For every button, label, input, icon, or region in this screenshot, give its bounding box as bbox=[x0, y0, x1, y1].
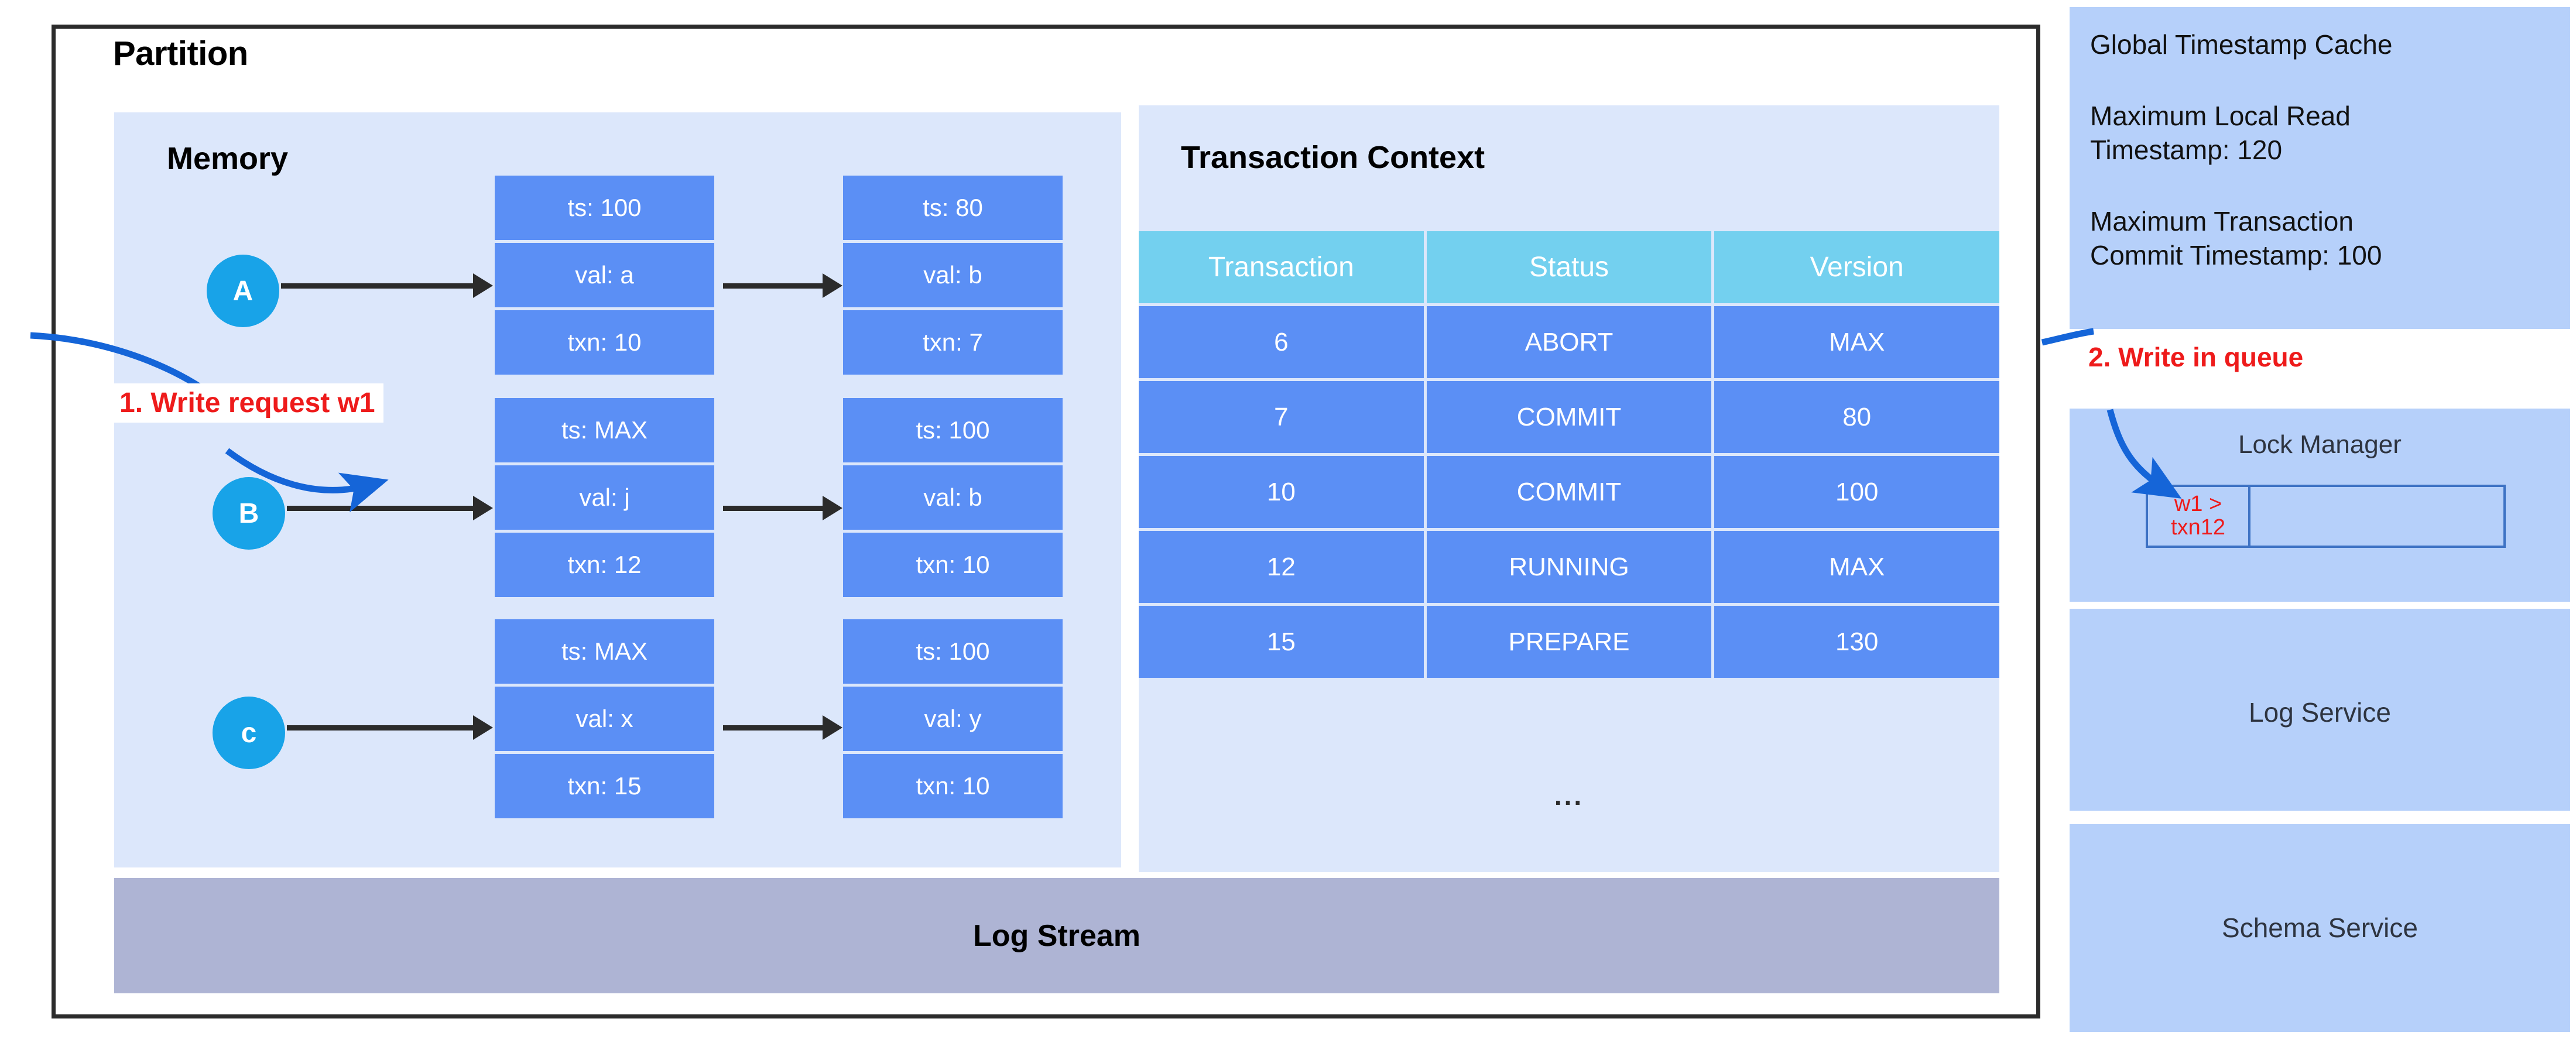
version-box-b-0: ts: MAX val: j txn: 12 bbox=[495, 398, 714, 597]
lock-manager-title: Lock Manager bbox=[2238, 430, 2402, 459]
version-val: val: a bbox=[495, 243, 714, 307]
column-header-status: Status bbox=[1426, 231, 1712, 303]
cell-transaction: 7 bbox=[1139, 381, 1424, 453]
version-link-arrow-head-c bbox=[823, 715, 842, 740]
transaction-context-title: Transaction Context bbox=[1181, 140, 1485, 175]
cell-status: COMMIT bbox=[1426, 381, 1712, 453]
key-to-version-arrow-line-a bbox=[281, 283, 474, 289]
version-box-b-1: ts: 100 val: b txn: 10 bbox=[843, 398, 1063, 597]
schema-service-label: Schema Service bbox=[2222, 913, 2418, 943]
lock-queue-slot-1 bbox=[2250, 487, 2503, 546]
version-link-arrow-head-a bbox=[823, 273, 842, 298]
lock-queue-slot-0: w1 > txn12 bbox=[2148, 487, 2250, 546]
key-to-version-arrow-head-b bbox=[473, 496, 493, 520]
version-link-arrow-line-a bbox=[723, 283, 825, 289]
log-service-panel bbox=[2070, 609, 2570, 811]
table-overflow-indicator: ... bbox=[1139, 746, 1999, 845]
log-stream-label: Log Stream bbox=[972, 918, 1141, 953]
version-ts: ts: MAX bbox=[495, 398, 714, 462]
version-link-arrow-line-c bbox=[723, 725, 825, 731]
cell-transaction: 15 bbox=[1139, 606, 1424, 678]
version-link-arrow-head-b bbox=[823, 496, 842, 520]
column-header-version: Version bbox=[1714, 231, 2000, 303]
memory-key-label: c bbox=[241, 717, 257, 749]
version-box-a-0: ts: 100 val: a txn: 10 bbox=[495, 176, 714, 375]
global-timestamp-cache-title: Global Timestamp Cache bbox=[2090, 29, 2393, 60]
log-service-label: Log Service bbox=[2249, 697, 2391, 728]
table-row: 7 COMMIT 80 bbox=[1139, 381, 2000, 453]
global-timestamp-cache-panel bbox=[2070, 7, 2570, 329]
cell-version: MAX bbox=[1714, 531, 2000, 603]
log-stream-bar: Log Stream bbox=[114, 878, 1999, 993]
version-ts: ts: MAX bbox=[495, 619, 714, 684]
max-transaction-commit-timestamp: Maximum Transaction Commit Timestamp: 10… bbox=[2090, 206, 2382, 270]
table-row: 6 ABORT MAX bbox=[1139, 306, 2000, 378]
cell-status: COMMIT bbox=[1426, 456, 1712, 528]
step2-annotation: 2. Write in queue bbox=[2081, 338, 2311, 376]
partition-title: Partition bbox=[113, 35, 248, 73]
cell-status: ABORT bbox=[1426, 306, 1712, 378]
table-row: 15 PREPARE 130 bbox=[1139, 606, 2000, 678]
version-box-c-0: ts: MAX val: x txn: 15 bbox=[495, 619, 714, 818]
version-txn: txn: 7 bbox=[843, 310, 1063, 375]
version-val: val: x bbox=[495, 687, 714, 751]
memory-key-label: A bbox=[232, 275, 254, 307]
memory-key-circle-a: A bbox=[207, 255, 279, 327]
memory-key-circle-b: B bbox=[213, 477, 285, 550]
cell-version: 130 bbox=[1714, 606, 2000, 678]
version-ts: ts: 100 bbox=[495, 176, 714, 240]
cell-version: 80 bbox=[1714, 381, 2000, 453]
column-header-transaction: Transaction bbox=[1139, 231, 1424, 303]
cell-transaction: 10 bbox=[1139, 456, 1424, 528]
key-to-version-arrow-head-a bbox=[473, 273, 493, 298]
table-header-row: Transaction Status Version bbox=[1139, 231, 2000, 303]
version-txn: txn: 15 bbox=[495, 754, 714, 818]
version-val: val: y bbox=[843, 687, 1063, 751]
memory-key-label: B bbox=[238, 498, 259, 529]
version-val: val: b bbox=[843, 243, 1063, 307]
cell-status: PREPARE bbox=[1426, 606, 1712, 678]
version-txn: txn: 10 bbox=[843, 754, 1063, 818]
version-val: val: j bbox=[495, 465, 714, 530]
version-txn: txn: 12 bbox=[495, 533, 714, 597]
version-ts: ts: 80 bbox=[843, 176, 1063, 240]
version-link-arrow-line-b bbox=[723, 506, 825, 511]
cell-transaction: 6 bbox=[1139, 306, 1424, 378]
lock-manager-queue: w1 > txn12 bbox=[2146, 485, 2506, 548]
cell-status: RUNNING bbox=[1426, 531, 1712, 603]
key-to-version-arrow-line-b bbox=[287, 506, 474, 511]
transaction-context-table: Transaction Status Version 6 ABORT MAX 7… bbox=[1139, 231, 2000, 681]
version-ts: ts: 100 bbox=[843, 619, 1063, 684]
cell-transaction: 12 bbox=[1139, 531, 1424, 603]
memory-title: Memory bbox=[167, 141, 289, 176]
version-txn: txn: 10 bbox=[495, 310, 714, 375]
table-row: 12 RUNNING MAX bbox=[1139, 531, 2000, 603]
key-to-version-arrow-line-c bbox=[287, 725, 474, 731]
version-box-c-1: ts: 100 val: y txn: 10 bbox=[843, 619, 1063, 818]
version-txn: txn: 10 bbox=[843, 533, 1063, 597]
cell-version: 100 bbox=[1714, 456, 2000, 528]
version-ts: ts: 100 bbox=[843, 398, 1063, 462]
version-box-a-1: ts: 80 val: b txn: 7 bbox=[843, 176, 1063, 375]
version-val: val: b bbox=[843, 465, 1063, 530]
schema-service-panel bbox=[2070, 824, 2570, 1032]
table-row: 10 COMMIT 100 bbox=[1139, 456, 2000, 528]
max-local-read-timestamp: Maximum Local Read Timestamp: 120 bbox=[2090, 101, 2351, 165]
memory-key-circle-c: c bbox=[213, 697, 285, 769]
step1-annotation: 1. Write request w1 bbox=[111, 383, 383, 423]
cell-version: MAX bbox=[1714, 306, 2000, 378]
key-to-version-arrow-head-c bbox=[473, 715, 493, 740]
